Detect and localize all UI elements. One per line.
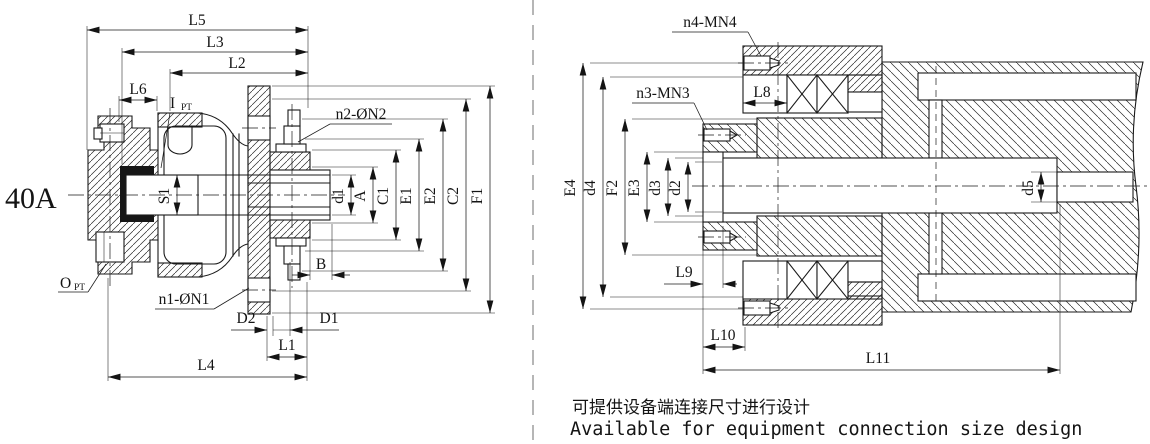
- bearing-shoulder-bottom: [847, 281, 883, 300]
- adapter-plate-top: [756, 117, 883, 159]
- dim-label-B: B: [316, 256, 326, 273]
- dim-label-D1: D1: [320, 310, 339, 327]
- gear-channel-top: [928, 99, 943, 159]
- dim-label-L10: L10: [711, 327, 736, 344]
- dim-label-L4: L4: [197, 357, 214, 374]
- bearing-step-bottom: [847, 260, 883, 283]
- wall-bottom: [157, 262, 203, 278]
- note-chinese: 可提供设备端连接尺寸进行设计: [572, 398, 810, 418]
- outlet-port-sub: PT: [74, 283, 85, 293]
- note-english: Available for equipment connection size …: [570, 419, 1082, 440]
- callout-thread-outer: n4-MN4: [672, 14, 762, 57]
- dim-label-L8: L8: [753, 84, 770, 101]
- dim-L5: L5: [86, 12, 309, 150]
- dim-C1: C1: [312, 149, 401, 241]
- dim-L11: L11: [702, 204, 1061, 374]
- dim-label-S1: S1: [156, 188, 173, 204]
- left-view: L5 L3 L2 L6 S1 d1: [5, 12, 495, 381]
- dim-label-D2: D2: [237, 310, 256, 327]
- adapter-plate-bottom: [756, 215, 883, 257]
- shaft-bore-small: [1056, 171, 1134, 203]
- dim-L9: L9: [664, 226, 737, 288]
- rear-bolt-circle-label: n1-ØN1: [159, 291, 210, 308]
- callout-inlet-port: I PT: [160, 95, 198, 169]
- dim-label-C2: C2: [445, 187, 462, 205]
- dim-label-A: A: [352, 190, 369, 202]
- dim-label-C1: C1: [375, 187, 392, 205]
- dim-E1: E1: [305, 138, 424, 252]
- inlet-port-label: I: [170, 95, 175, 112]
- shaft-bore-band: [722, 157, 1058, 214]
- footer-notes: 可提供设备端连接尺寸进行设计 Available for equipment c…: [570, 398, 1082, 440]
- dim-label-L6: L6: [129, 81, 146, 98]
- dim-L1: L1: [266, 282, 308, 381]
- dim-E2: E2: [302, 118, 448, 272]
- bearing-gap-bottom: [742, 260, 788, 300]
- dim-label-E2: E2: [422, 187, 439, 204]
- dim-F1: F1: [272, 85, 495, 314]
- dim-F2: F2: [604, 118, 757, 256]
- top-plug-head: [93, 127, 103, 140]
- right-view: E4 d4 F2 E3 d3: [562, 14, 1148, 374]
- dim-label-E1: E1: [398, 187, 415, 204]
- stud-washer-bottom: [275, 237, 307, 247]
- dim-L2: L2: [169, 55, 308, 111]
- dim-label-L5: L5: [188, 12, 205, 29]
- gear-slot-top: [917, 72, 1137, 101]
- bearing-gap-top: [742, 74, 788, 114]
- dim-label-L11: L11: [866, 350, 890, 367]
- model-label: 40A: [5, 182, 57, 215]
- inlet-port-opening: [167, 126, 193, 155]
- bearing-step-top: [847, 91, 883, 113]
- outlet-port-label: O: [60, 275, 71, 292]
- dim-label-F2: F2: [604, 180, 621, 196]
- dim-D2: D2: [231, 310, 274, 336]
- gear-slot-bottom: [917, 273, 1137, 302]
- dim-L3: L3: [121, 34, 308, 164]
- front-bolt-circle-label: n2-ØN2: [336, 106, 387, 123]
- dim-label-L9: L9: [675, 264, 692, 281]
- dim-label-d1: d1: [330, 188, 347, 204]
- dim-S1: S1: [156, 175, 181, 215]
- dim-A: A: [312, 166, 378, 224]
- stud-top-tip: [287, 109, 301, 127]
- dim-label-d5: d5: [1020, 180, 1037, 196]
- dim-label-F1: F1: [469, 188, 486, 204]
- dim-E4: E4: [562, 62, 743, 310]
- dim-L8: L8: [743, 84, 787, 107]
- dim-label-L1: L1: [278, 337, 295, 354]
- dim-d5: d5: [1020, 171, 1058, 203]
- dim-label-L2: L2: [228, 55, 245, 72]
- dim-D1: D1: [273, 262, 339, 336]
- dim-d4: d4: [582, 76, 743, 298]
- dim-label-L3: L3: [206, 34, 223, 51]
- gear-channel-bottom: [928, 212, 943, 275]
- thread-inner-label: n3-MN3: [636, 85, 690, 102]
- dim-label-d4: d4: [582, 180, 599, 196]
- dim-d3: d3: [647, 157, 703, 217]
- pilot-spigot: [702, 151, 724, 223]
- port-boss-top: [157, 112, 203, 128]
- callout-rear-bolt-circle: n1-ØN1: [155, 287, 250, 310]
- callout-thread-inner: n3-MN3: [632, 85, 708, 131]
- inlet-port-sub: PT: [181, 103, 192, 113]
- dim-label-d3: d3: [647, 180, 664, 196]
- dim-L10: L10: [702, 288, 746, 351]
- dim-E3: E3: [626, 151, 703, 223]
- dim-B: B: [292, 224, 350, 280]
- dim-L4: L4: [107, 278, 307, 381]
- dim-C2: C2: [272, 98, 471, 292]
- callout-front-bolt-circle: n2-ØN2: [297, 106, 392, 143]
- stud-washer-top: [275, 143, 307, 153]
- bearing-shoulder-top: [847, 74, 883, 93]
- callout-outlet-port: O PT: [58, 263, 107, 293]
- dim-label-E3: E3: [626, 179, 643, 196]
- dim-d1: d1: [330, 174, 356, 216]
- dim-label-E4: E4: [562, 179, 579, 196]
- dim-label-d2: d2: [667, 180, 684, 196]
- dim-L6: L6: [118, 81, 158, 122]
- dim-d2: d2: [667, 161, 722, 213]
- thread-outer-label: n4-MN4: [683, 14, 737, 31]
